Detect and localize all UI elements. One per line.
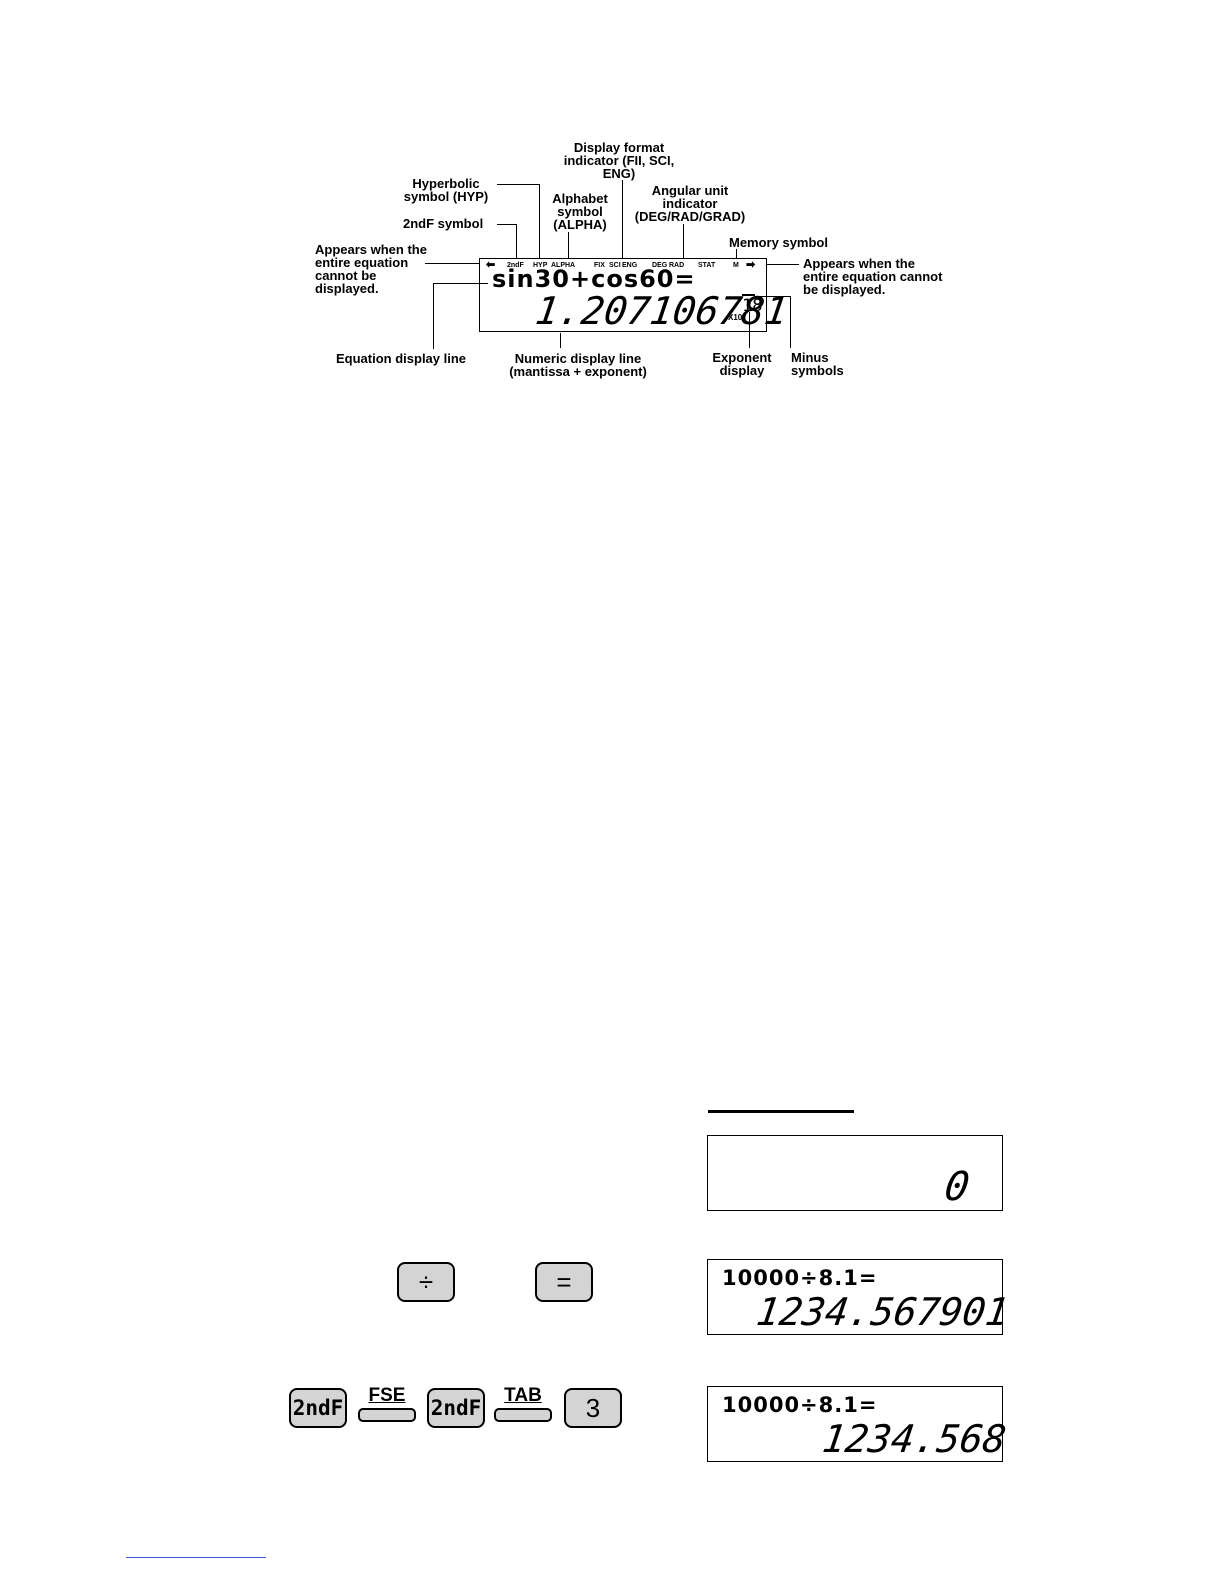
callout-minus: Minus symbols <box>791 350 844 378</box>
lcd-screen-3-numeric: 1234.568 <box>819 1417 1009 1461</box>
indicator-alpha: ALPHA <box>551 262 576 269</box>
second-function-key-2[interactable]: 2ndF <box>427 1388 485 1428</box>
lcd-screen-3-equation: 10000÷8.1= <box>722 1393 878 1417</box>
indicator-stat: STAT <box>698 262 716 269</box>
second-function-key-1[interactable]: 2ndF <box>289 1388 347 1428</box>
right-arrow-icon: ➡ <box>746 259 756 271</box>
lcd-screen-annotated <box>479 258 767 332</box>
indicator-memory: M <box>733 262 739 269</box>
indicator-deg: DEG <box>652 262 668 269</box>
lcd-screen-2: 10000÷8.1= 1234.567901 <box>707 1259 1012 1335</box>
callout-equation-line: Equation display line <box>336 351 467 366</box>
equals-key[interactable]: = <box>535 1262 593 1302</box>
exponent-display: 18 <box>742 296 763 316</box>
callout-angular-unit: Angular unit indicator (DEG/RAD/GRAD) <box>634 183 746 224</box>
lcd-screen-2-equation: 10000÷8.1= <box>722 1266 878 1290</box>
indicator-sci: SCI <box>609 262 621 269</box>
lcd-screen-1: 0 <box>707 1135 1003 1211</box>
equation-display: sin30+cos60= <box>492 265 696 293</box>
indicator-rad: RAD <box>669 262 685 269</box>
callout-2ndf: 2ndF symbol <box>403 216 484 231</box>
fse-key[interactable]: FSE <box>358 1386 416 1422</box>
callout-hyperbolic: Hyperbolic symbol (HYP) <box>403 176 489 204</box>
lcd-screen-3: 10000÷8.1= 1234.568 <box>707 1386 1009 1462</box>
divide-key[interactable]: ÷ <box>397 1262 455 1302</box>
indicator-2ndf: 2ndF <box>507 262 524 269</box>
callout-left-arrow: Appears when the entire equation cannot … <box>315 242 427 296</box>
x10-label: X10 <box>728 313 743 322</box>
callout-numeric-line: Numeric display line (mantissa + exponen… <box>509 351 647 379</box>
indicator-hyp: HYP <box>533 262 548 269</box>
callout-alphabet: Alphabet symbol (ALPHA) <box>552 191 608 232</box>
callout-exponent: Exponent display <box>712 350 772 378</box>
indicator-fix: FIX <box>594 262 605 269</box>
three-key[interactable]: 3 <box>564 1388 622 1428</box>
callout-right-arrow: Appears when the entire equation cannot … <box>803 256 943 297</box>
callout-memory: Memory symbol <box>729 235 828 250</box>
footnote-rule <box>126 1557 266 1558</box>
exponent-minus-symbol <box>742 294 755 296</box>
left-arrow-icon: ⬅ <box>486 259 496 271</box>
callout-display-format: Display format indicator (FII, SCI, ENG) <box>563 140 675 181</box>
indicator-eng: ENG <box>622 262 638 269</box>
lcd-screen-1-numeric: 0 <box>941 1164 973 1210</box>
lcd-screen-2-numeric: 1234.567901 <box>753 1290 1012 1334</box>
section-rule <box>708 1110 854 1113</box>
tab-key[interactable]: TAB <box>494 1386 552 1422</box>
